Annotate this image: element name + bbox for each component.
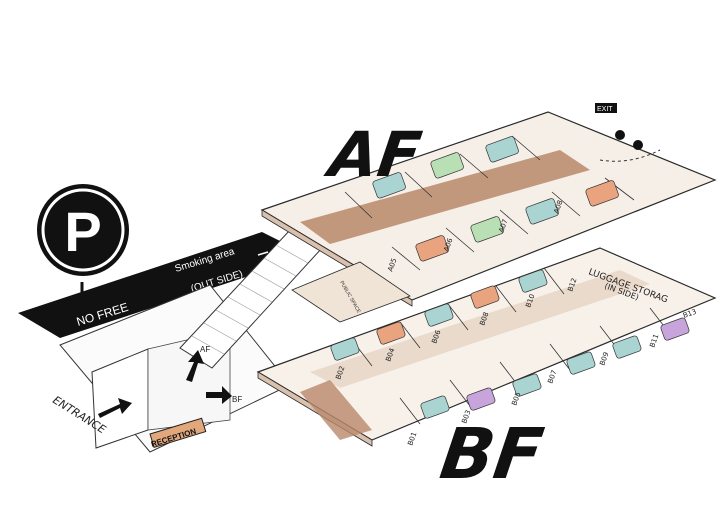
af-bed	[525, 198, 559, 225]
bf-bed	[512, 373, 542, 397]
exit-route	[599, 149, 661, 162]
smoking-arrow	[257, 251, 269, 256]
stair-steps	[191, 244, 309, 355]
af-bed	[372, 172, 406, 199]
af-floor-title: AF	[320, 118, 426, 191]
stair-down-label: BF	[232, 395, 242, 404]
bf-bed	[470, 285, 500, 309]
parking-sign-ring	[41, 188, 125, 272]
bf-bed	[424, 303, 454, 327]
af-bed	[430, 152, 464, 179]
bf-bed	[518, 269, 548, 293]
stair-down-arrow	[206, 386, 232, 404]
reception-desk	[149, 417, 207, 449]
af-lounge	[291, 261, 411, 323]
exit-sign	[595, 103, 617, 113]
stair-up-arrow	[186, 350, 204, 382]
af-bed	[470, 216, 504, 243]
bf-corridor	[310, 270, 650, 388]
stair-up-label: AF	[200, 345, 210, 354]
bf-bed	[566, 351, 596, 375]
bf-entry-ramp	[300, 380, 372, 440]
exit-label: EXIT	[597, 106, 613, 113]
bf-bed	[466, 387, 496, 411]
bf-room-b05: B05	[510, 391, 522, 407]
entrance-arrow	[98, 398, 132, 418]
bf-bed	[330, 337, 360, 361]
af-corridor	[300, 150, 590, 244]
parking-symbol: P	[64, 200, 101, 263]
parking-sign	[37, 184, 129, 276]
bf-bed	[660, 317, 690, 341]
bf-room-b07: B07	[546, 369, 558, 385]
restroom-icon	[633, 140, 643, 150]
af-bed	[415, 235, 449, 262]
af-bed	[485, 136, 519, 163]
bf-bed	[420, 395, 450, 419]
road	[18, 232, 310, 338]
restroom-icon	[615, 130, 625, 140]
af-bed	[585, 180, 619, 207]
bf-bed	[376, 321, 406, 345]
bf-floor-title: BF	[435, 413, 548, 495]
bf-bed	[612, 335, 642, 359]
bf-room-b01: B01	[406, 431, 418, 447]
bf-room-b09: B09	[598, 351, 610, 367]
bf-room-b11: B11	[648, 333, 660, 349]
